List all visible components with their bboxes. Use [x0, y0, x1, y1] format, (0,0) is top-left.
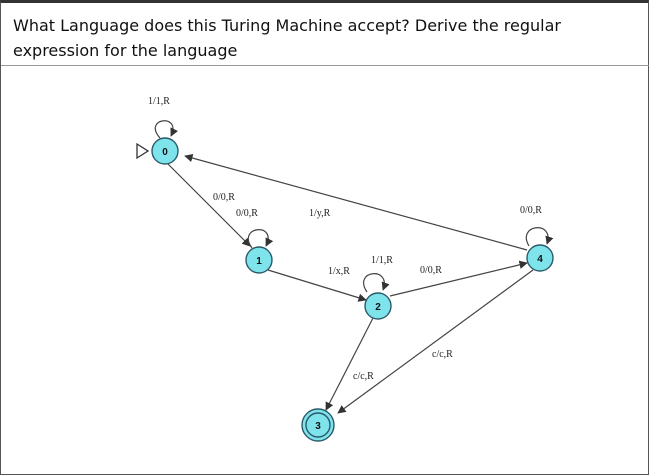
loop-4	[525, 227, 554, 247]
state-label: 4	[537, 254, 543, 265]
transition-label: 1/1,R	[371, 255, 393, 266]
edge-4-0	[184, 153, 528, 251]
transition-label: 0/0,R	[420, 265, 442, 276]
start-arrow-icon	[136, 142, 150, 160]
transition-label: 1/x,R	[328, 266, 350, 277]
loop-1	[247, 229, 274, 249]
state-1	[245, 246, 273, 274]
loop-2	[363, 273, 390, 293]
state-label: 1	[256, 256, 262, 267]
question-text: What Language does this Turing Machine a…	[13, 16, 561, 60]
state-label: 3	[315, 421, 321, 432]
edge-4-3	[337, 269, 534, 414]
transition-label: c/c,R	[353, 371, 374, 382]
transition-label: c/c,R	[432, 349, 453, 360]
loop-0	[154, 120, 179, 139]
edge-0-1	[166, 162, 251, 247]
transition-label: 1/1,R	[148, 96, 170, 107]
state-4	[526, 244, 554, 272]
edge-1-2	[267, 269, 367, 302]
transition-label: 0/0,R	[236, 208, 258, 219]
edge-2-3	[325, 317, 374, 411]
transition-label: 0/0,R	[520, 205, 542, 216]
question-divider	[1, 65, 649, 66]
transition-label: 1/y,R	[309, 208, 331, 219]
state-label: 2	[375, 302, 381, 313]
state-3	[305, 412, 331, 438]
state-label: 0	[162, 147, 168, 158]
state-0	[151, 137, 179, 165]
state-2	[364, 292, 392, 320]
transition-label: 0/0,R	[213, 192, 235, 203]
edge-2-4	[389, 260, 528, 297]
